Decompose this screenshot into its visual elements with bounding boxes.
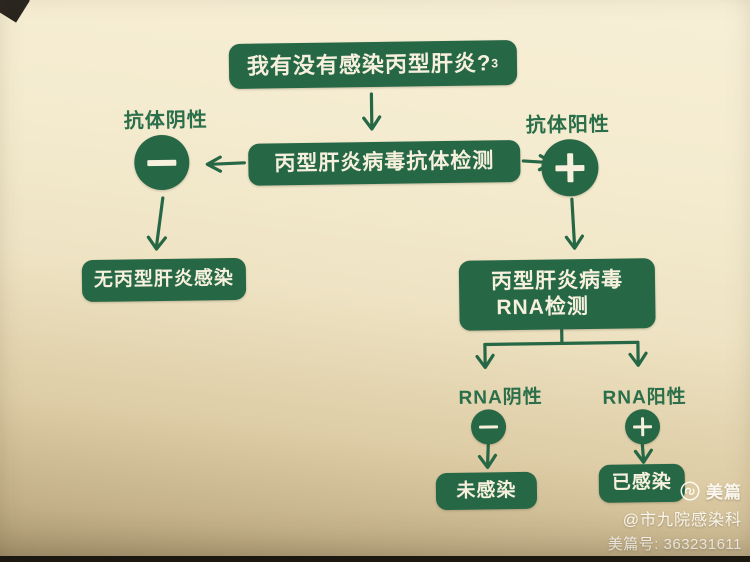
question-footnote: 3 xyxy=(491,56,500,71)
watermark-account: @市九院感染科 xyxy=(622,512,742,529)
brand-name: 美篇 xyxy=(706,483,742,502)
meipian-watermark: 美篇 @市九院感染科 美篇号: 363231611 xyxy=(608,478,742,554)
meipian-logo-icon xyxy=(680,481,700,500)
antibody-test-text: 丙型肝炎病毒抗体检测 xyxy=(274,149,495,176)
antibody-test-box: 丙型肝炎病毒抗体检测 xyxy=(248,139,521,186)
question-box: 我有没有感染丙型肝炎?3 xyxy=(228,39,518,90)
rna-test-box: 丙型肝炎病毒 RNA检测 xyxy=(458,258,656,331)
rna-positive-label: RNA阳性 xyxy=(602,386,687,409)
rna-negative-label: RNA阴性 xyxy=(458,386,543,409)
not-infected-box: 未感染 xyxy=(435,471,538,511)
question-text: 我有没有感染丙型肝炎? xyxy=(246,50,492,79)
antibody-negative-label: 抗体阴性 xyxy=(123,109,208,133)
rna-test-line1: 丙型肝炎病毒 xyxy=(490,268,624,294)
watermark-id: 美篇号: 363231611 xyxy=(607,536,742,553)
no-infection-box: 无丙型肝炎感染 xyxy=(81,257,247,303)
antibody-positive-label: 抗体阳性 xyxy=(525,113,610,137)
photo-bottom-edge xyxy=(0,556,750,562)
rna-test-line2: RNA检测 xyxy=(496,295,590,320)
